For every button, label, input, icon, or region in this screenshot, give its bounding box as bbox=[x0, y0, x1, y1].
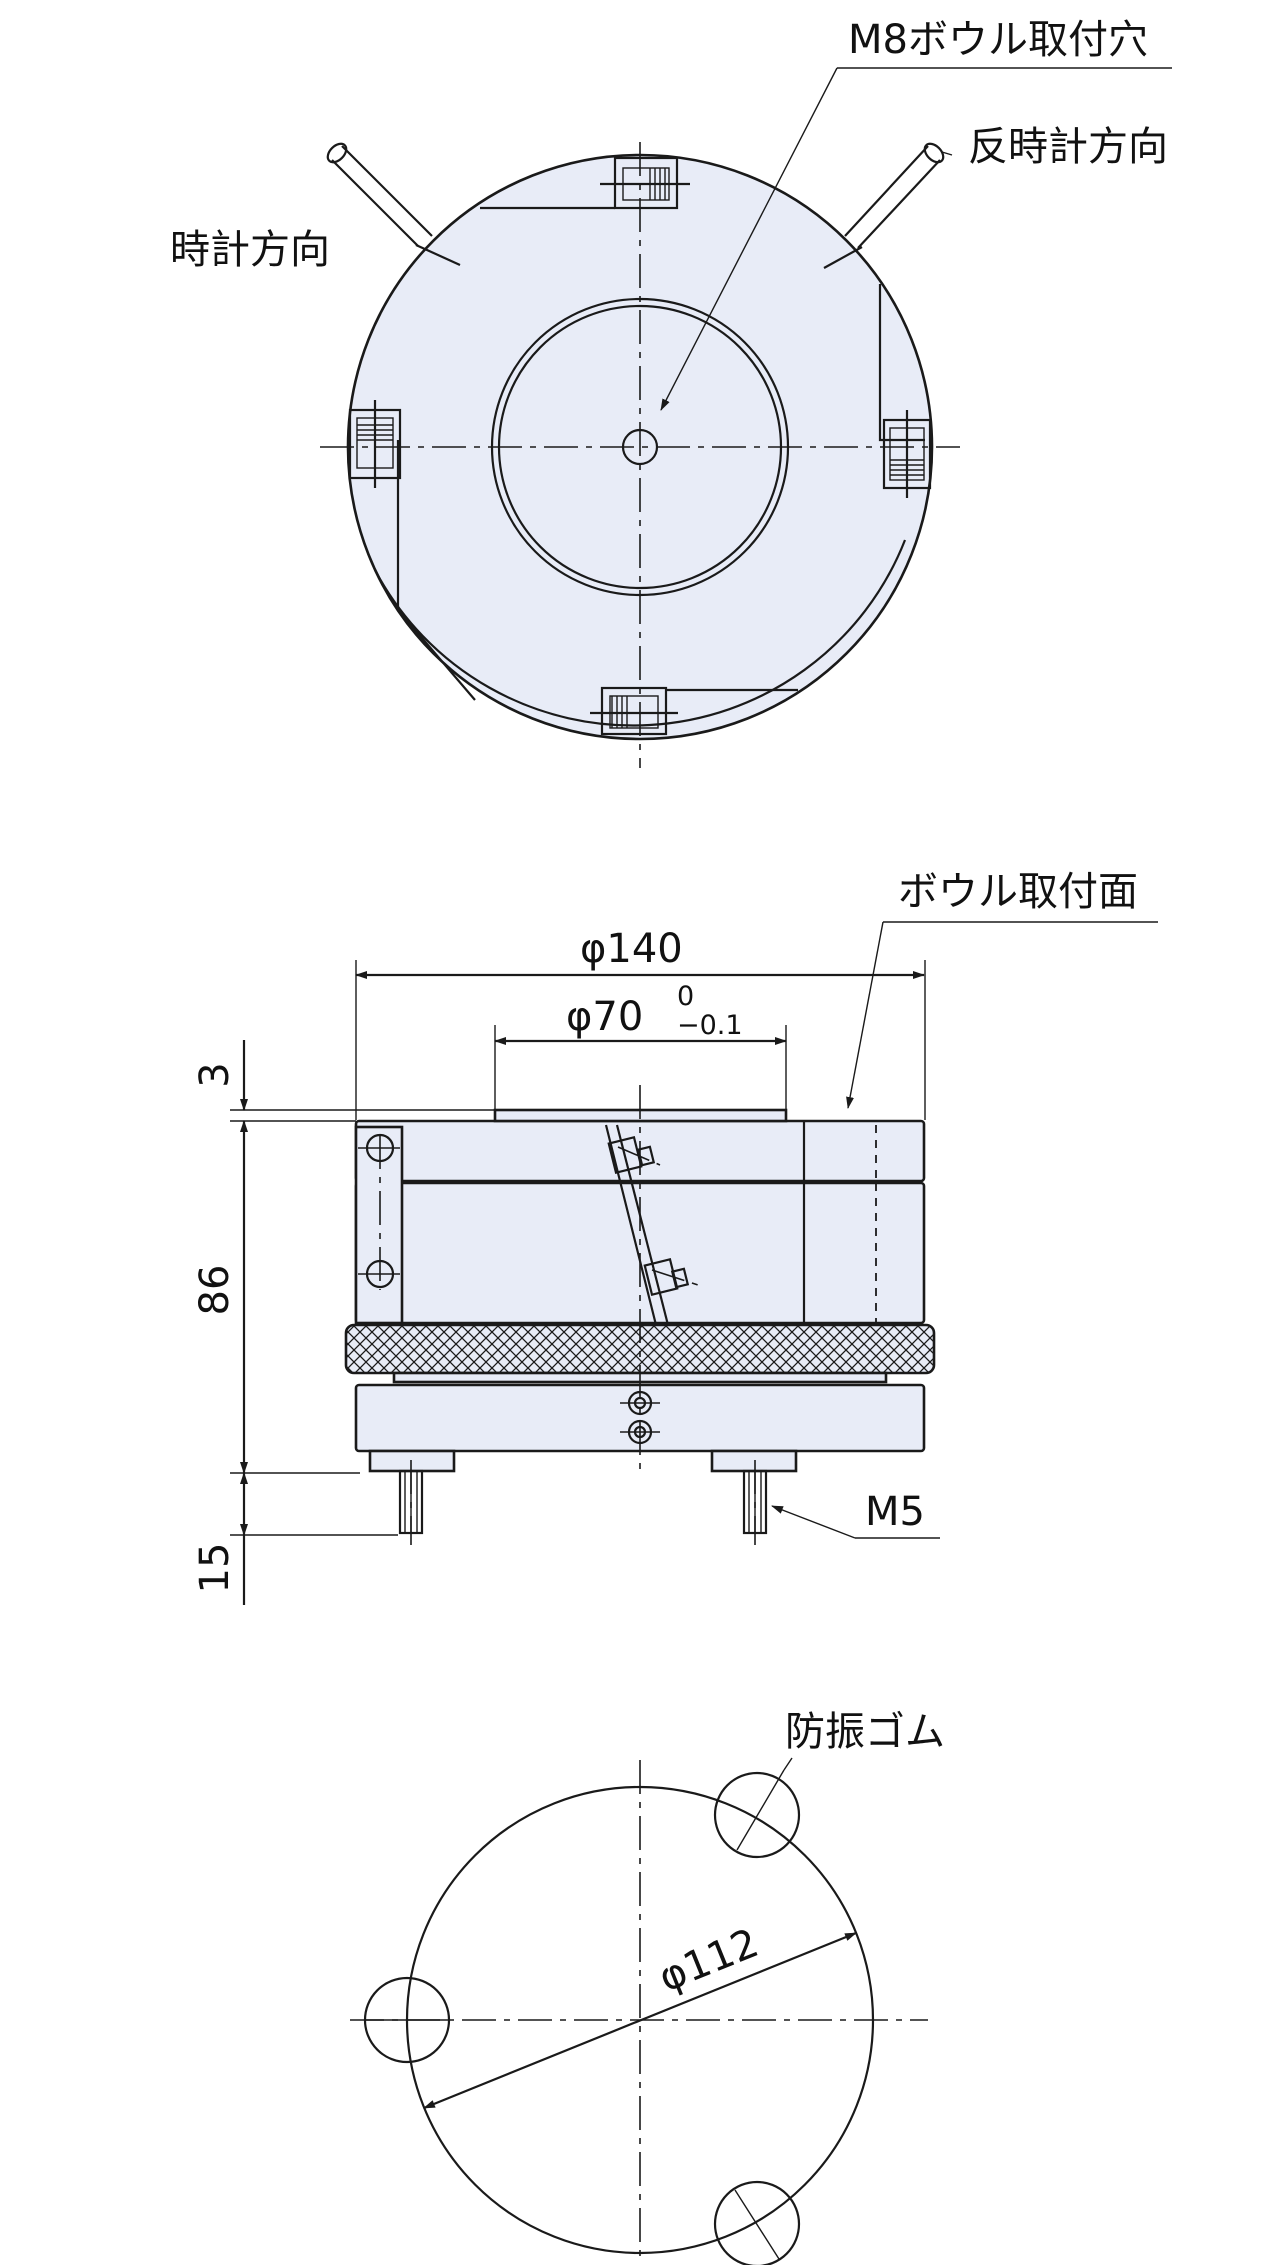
dim-pcd: φ112 bbox=[653, 1920, 765, 2001]
rubber-label: 防振ゴム bbox=[785, 1709, 945, 1755]
thread-label: M5 bbox=[865, 1489, 925, 1535]
dim-height: 86 bbox=[192, 1265, 238, 1316]
ccw-label: 反時計方向 bbox=[968, 124, 1168, 170]
dim-pcd-line bbox=[423, 1931, 857, 2110]
side-foot-left bbox=[368, 1449, 456, 1545]
clamp-block-bottom bbox=[590, 686, 678, 736]
bowl-face-label: ボウル取付面 bbox=[898, 869, 1138, 915]
side-foot-right bbox=[710, 1449, 798, 1545]
bolt-hole-label: M8ボウル取付穴 bbox=[848, 17, 1148, 63]
clamp-block-top bbox=[600, 156, 690, 210]
top-view: M8ボウル取付穴 反時計方向 時計方向 bbox=[170, 17, 1172, 768]
clamp-block-left bbox=[348, 400, 402, 488]
cw-handle-rod bbox=[326, 142, 433, 247]
rubber-pad-bottom bbox=[713, 2180, 801, 2265]
dim-outer-diameter: φ140 bbox=[580, 926, 683, 972]
clamp-block-right bbox=[882, 410, 932, 498]
dim-foot-height: 15 bbox=[192, 1543, 238, 1594]
bottom-view: φ112 防振ゴム bbox=[350, 1709, 945, 2265]
ccw-handle-rod bbox=[844, 142, 945, 249]
dim-inner-diameter: φ70 bbox=[566, 994, 643, 1040]
side-left-bracket bbox=[354, 1125, 404, 1325]
cw-label: 時計方向 bbox=[170, 227, 330, 273]
tol-lower: −0.1 bbox=[677, 1010, 743, 1041]
rubber-pad-top bbox=[713, 1771, 801, 1859]
tol-upper: 0 bbox=[677, 981, 694, 1012]
side-view: φ140 φ70 0 −0.1 3 86 15 ボウル取付面 M5 bbox=[192, 869, 1158, 1605]
side-slanted-handle bbox=[604, 1124, 699, 1326]
dim-top-thickness: 3 bbox=[192, 1062, 238, 1087]
